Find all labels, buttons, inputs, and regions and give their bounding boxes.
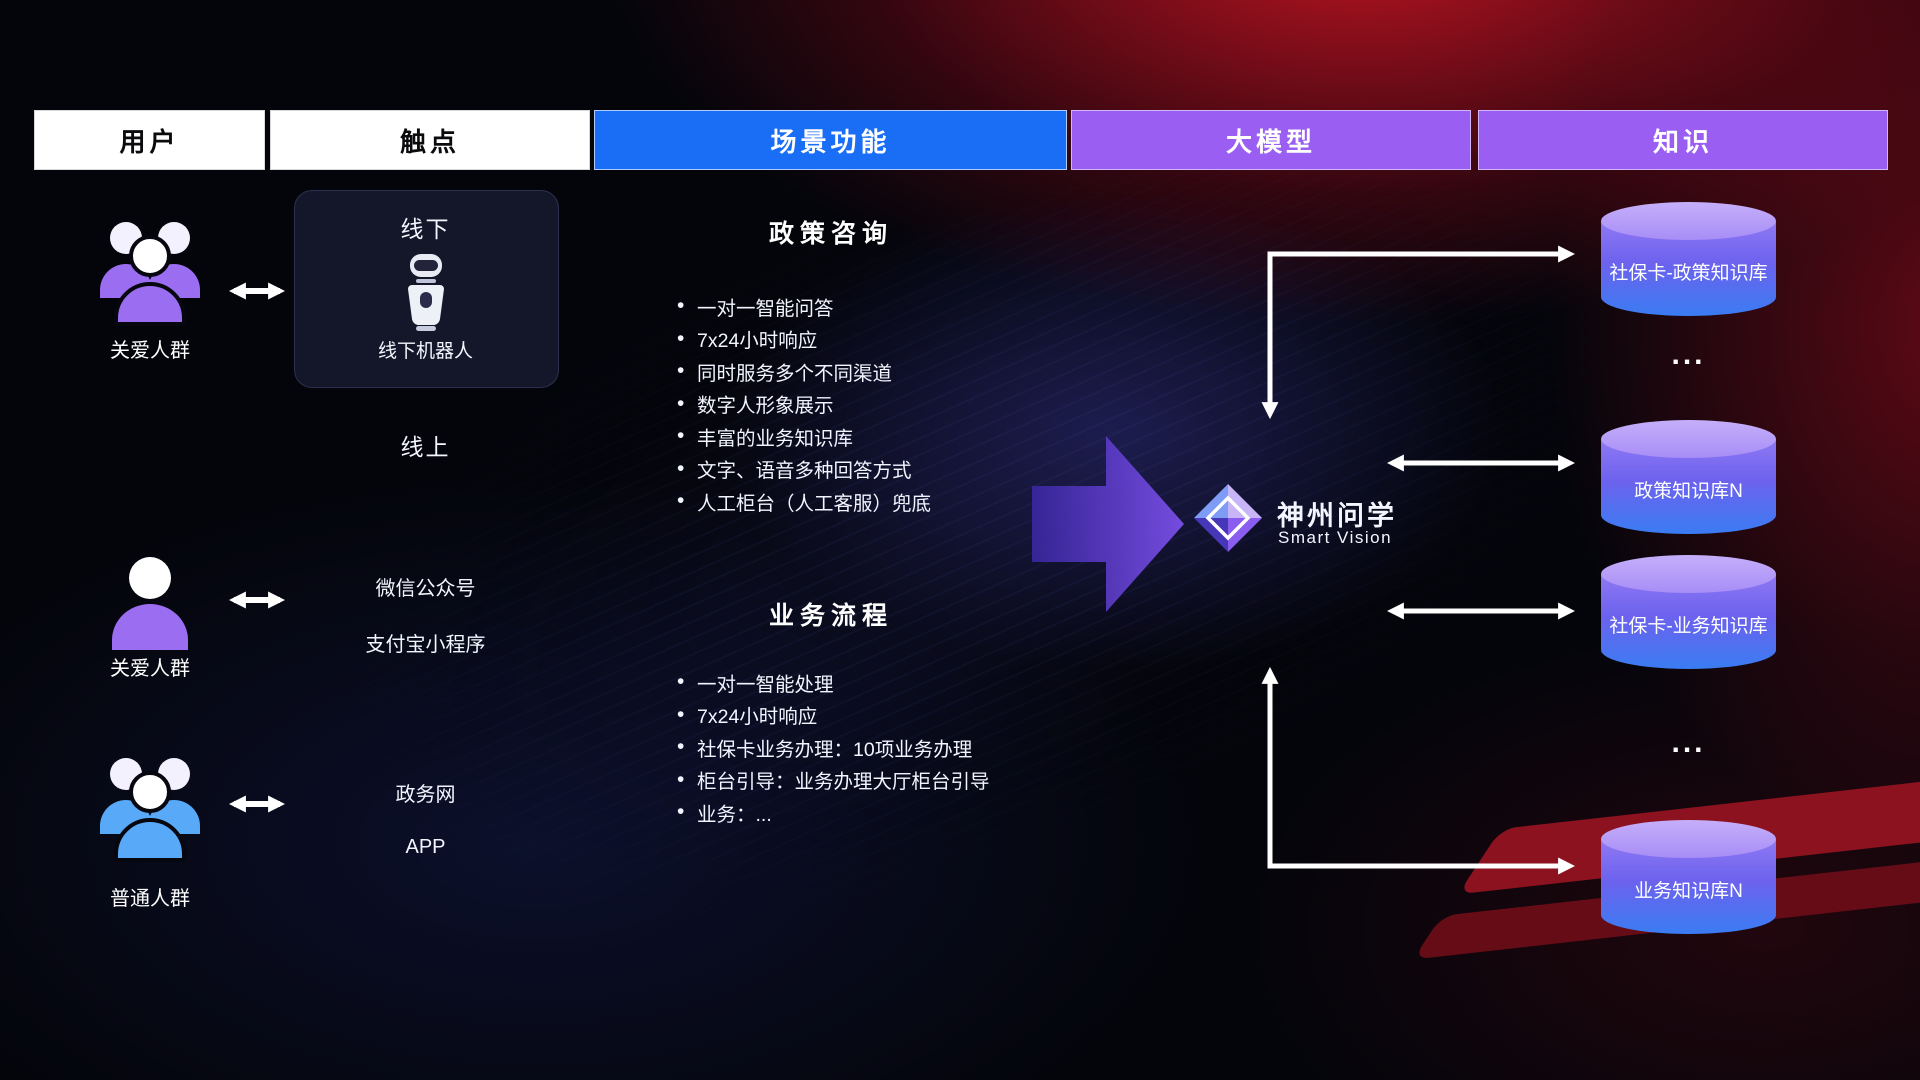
bullet-icon bbox=[677, 392, 697, 416]
list-item: 同时服务多个不同渠道 bbox=[677, 355, 931, 388]
list-item: 数字人形象展示 bbox=[677, 388, 931, 421]
policy-consult-list: 一对一智能问答 7x24小时响应 同时服务多个不同渠道 数字人形象展示 丰富的业… bbox=[677, 290, 931, 518]
bullet-icon bbox=[677, 327, 697, 351]
user-touchpoint-arrows bbox=[228, 282, 286, 813]
db-cylinder-top bbox=[1601, 420, 1776, 458]
policy-consult-title: 政策咨询 bbox=[768, 220, 893, 248]
db-label: 业务知识库N bbox=[1634, 880, 1743, 902]
bullet-icon bbox=[677, 294, 697, 318]
list-item: 人工柜台（人工客服）兜底 bbox=[677, 485, 931, 518]
online-title: 线上 bbox=[400, 434, 451, 460]
offline-title: 线下 bbox=[400, 216, 451, 242]
db-label: 政策知识库N bbox=[1634, 480, 1743, 502]
flow-arrow-shape bbox=[1032, 436, 1184, 612]
column-header-model: 大模型 bbox=[1071, 110, 1471, 170]
user-single-icon bbox=[112, 557, 188, 650]
list-item: 业务：... bbox=[677, 796, 990, 829]
list-item: 7x24小时响应 bbox=[677, 323, 931, 356]
list-item: 一对一智能处理 bbox=[677, 666, 990, 699]
list-item: 一对一智能问答 bbox=[677, 290, 931, 323]
bullet-icon bbox=[677, 457, 697, 481]
db-label: 社保卡-政策知识库 bbox=[1609, 262, 1768, 284]
bullet-icon bbox=[677, 359, 697, 383]
knowledge-db-sscard-business: 社保卡-业务知识库 bbox=[1601, 555, 1776, 669]
user-group-icon bbox=[100, 758, 200, 862]
business-flow-list: 一对一智能处理 7x24小时响应 社保卡业务办理：10项业务办理 柜台引导：业务… bbox=[677, 666, 990, 829]
bullet-icon bbox=[677, 424, 697, 448]
db-label: 社保卡-业务知识库 bbox=[1609, 615, 1768, 637]
smart-vision-logo-icon bbox=[1194, 484, 1262, 552]
bullet-icon bbox=[677, 703, 697, 727]
list-item: 丰富的业务知识库 bbox=[677, 420, 931, 453]
user-single-label: 关爱人群 bbox=[110, 658, 190, 680]
column-header-touchpoints: 触点 bbox=[270, 110, 590, 170]
knowledge-db-sscard-policy: 社保卡-政策知识库 bbox=[1601, 202, 1776, 316]
bullet-icon bbox=[677, 670, 697, 694]
column-header-users: 用户 bbox=[34, 110, 265, 170]
offline-robot-label: 线下机器人 bbox=[377, 341, 473, 362]
knowledge-ellipsis: ... bbox=[1671, 338, 1706, 371]
user-group-label: 关爱人群 bbox=[110, 340, 190, 362]
bullet-icon bbox=[677, 768, 697, 792]
knowledge-db-policy-n: 政策知识库N bbox=[1601, 420, 1776, 534]
column-header-knowledge: 知识 bbox=[1478, 110, 1888, 170]
robot-icon bbox=[408, 254, 444, 331]
column-header-functions: 场景功能 bbox=[594, 110, 1067, 170]
user-general-label: 普通人群 bbox=[110, 888, 190, 910]
business-flow-title: 业务流程 bbox=[768, 602, 893, 630]
list-item: 7x24小时响应 bbox=[677, 699, 990, 732]
model-subtitle: Smart Vision bbox=[1278, 528, 1393, 547]
db-cylinder-top bbox=[1601, 820, 1776, 858]
list-item: 文字、语音多种回答方式 bbox=[677, 453, 931, 486]
user-group-icon bbox=[100, 222, 200, 326]
knowledge-ellipsis: ... bbox=[1671, 726, 1706, 759]
db-cylinder-top bbox=[1601, 202, 1776, 240]
bullet-icon bbox=[677, 489, 697, 513]
touchpoint-gov-web: 政务网 bbox=[395, 784, 456, 806]
bullet-icon bbox=[677, 735, 697, 759]
touchpoint-wechat: 微信公众号 bbox=[375, 578, 476, 600]
bullet-icon bbox=[677, 800, 697, 824]
db-cylinder-top bbox=[1601, 555, 1776, 593]
list-item: 柜台引导：业务办理大厅柜台引导 bbox=[677, 764, 990, 797]
knowledge-db-business-n: 业务知识库N bbox=[1601, 820, 1776, 934]
model-name: 神州问学 bbox=[1277, 501, 1397, 531]
list-item: 社保卡业务办理：10项业务办理 bbox=[677, 731, 990, 764]
touchpoint-alipay: 支付宝小程序 bbox=[365, 634, 486, 656]
touchpoint-app: APP bbox=[405, 836, 446, 858]
